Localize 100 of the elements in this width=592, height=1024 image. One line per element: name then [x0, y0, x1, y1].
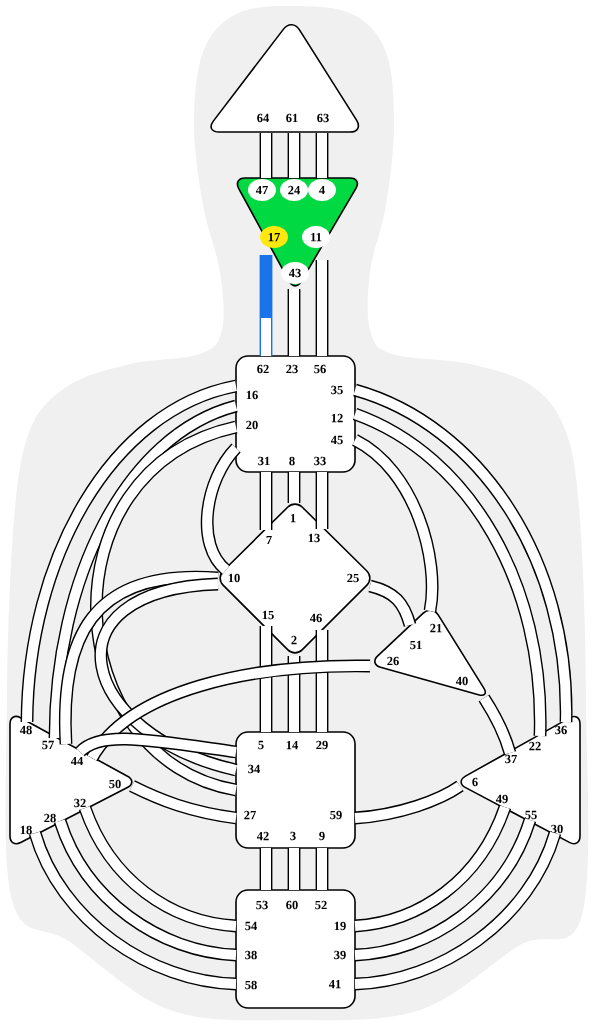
gate-number: 5: [258, 740, 264, 750]
channel-band: [259, 255, 273, 356]
channel-band: [20, 379, 238, 723]
gate-number: 23: [286, 364, 298, 374]
gate-number: 7: [266, 535, 272, 545]
gate-number: 44: [70, 756, 83, 766]
channel-band: [259, 472, 273, 530]
channel-band: [259, 848, 273, 890]
gate-number: 31: [258, 456, 270, 466]
gate-number: 22: [529, 741, 541, 751]
triangle-center: [460, 715, 581, 845]
gate-number: 12: [331, 413, 343, 423]
gate-oval: 11: [302, 226, 330, 248]
gate-number: 51: [410, 640, 422, 650]
channel-band: [90, 420, 239, 797]
gate-number: 10: [228, 573, 240, 583]
channel-band: [315, 848, 329, 890]
gate-number: 6: [472, 777, 478, 787]
gate-number: 60: [286, 900, 298, 910]
head-triangle: [210, 23, 360, 133]
diamond-center: [219, 503, 371, 654]
gate-number: 14: [286, 740, 299, 750]
channel-band: [351, 434, 439, 612]
channel-band: [79, 805, 237, 933]
gate-number: 59: [330, 810, 342, 820]
channel-band: [129, 780, 237, 825]
channel-band: [368, 579, 417, 627]
channel-band: [95, 577, 238, 777]
gate-number: 18: [20, 825, 32, 835]
gate-number: 30: [551, 824, 563, 834]
gate-number: 45: [330, 435, 343, 445]
channel-band: [259, 626, 273, 732]
gate-number: 37: [505, 754, 517, 764]
channel-band: [315, 133, 329, 178]
channel-band: [28, 830, 237, 991]
channel-band: [354, 780, 464, 825]
channel-band: [287, 848, 301, 890]
gate-number: 49: [495, 794, 508, 804]
gate-number: 1: [290, 513, 296, 523]
gate-number: 57: [42, 740, 54, 750]
gate-number: 8: [289, 456, 295, 466]
channel-band: [287, 289, 301, 356]
gate-number: 20: [246, 420, 258, 430]
gate-number: 28: [44, 813, 56, 823]
triangle-center: [9, 715, 133, 845]
gate-number: 35: [331, 385, 343, 395]
channel-band: [315, 630, 329, 732]
gate-number: 3: [290, 831, 296, 841]
gate-number: 34: [248, 764, 261, 774]
channel-band: [315, 260, 329, 356]
gate-number: 52: [315, 900, 327, 910]
channel-band: [75, 732, 237, 759]
gate-number: 21: [430, 623, 442, 633]
channel-band: [354, 830, 562, 991]
channel-band: [354, 804, 511, 933]
gate-oval: 43: [281, 262, 309, 284]
channel-band: [315, 472, 329, 529]
channel-band: [352, 408, 547, 737]
gate-number: 9: [319, 831, 325, 841]
gate-number: 15: [262, 610, 274, 620]
gate-oval: 17: [260, 226, 288, 248]
square-center: [235, 889, 356, 1009]
gate-number: 2: [291, 635, 297, 645]
gate-number: 32: [74, 798, 86, 808]
channel-band: [478, 694, 517, 755]
channel-band: [58, 570, 219, 745]
gate-number: 29: [316, 740, 328, 750]
gate-number: 25: [347, 573, 359, 583]
channel-band: [200, 443, 241, 575]
channel-band: [86, 659, 370, 762]
triangle-center: [374, 609, 487, 697]
gate-number: 58: [245, 980, 257, 990]
channel-band: [48, 399, 239, 739]
gate-number: 33: [314, 456, 326, 466]
square-center: [235, 355, 356, 473]
gate-number: 48: [19, 725, 32, 735]
gate-number: 38: [245, 950, 257, 960]
channel-band: [352, 383, 573, 723]
gate-number: 50: [109, 779, 121, 789]
channel-band: [354, 817, 536, 962]
gate-number: 40: [455, 676, 468, 686]
gate-number: 46: [309, 613, 322, 623]
channel-band: [287, 656, 301, 732]
gate-number: 39: [334, 950, 346, 960]
gate-number: 27: [244, 810, 256, 820]
gate-oval: 24: [280, 179, 308, 201]
gate-number: 64: [257, 113, 269, 123]
channel-band: [54, 818, 237, 962]
gate-number: 61: [286, 113, 298, 123]
gate-oval: 4: [308, 179, 336, 201]
gate-number: 55: [525, 810, 537, 820]
gate-number: 16: [246, 390, 258, 400]
gate-number: 53: [256, 900, 268, 910]
gate-oval: 47: [248, 179, 276, 201]
gate-number: 36: [555, 725, 567, 735]
channel-band: [287, 133, 301, 178]
channel-band: [259, 133, 273, 178]
gate-number: 19: [334, 921, 346, 931]
channel-band: [287, 472, 301, 503]
gate-number: 63: [317, 113, 329, 123]
